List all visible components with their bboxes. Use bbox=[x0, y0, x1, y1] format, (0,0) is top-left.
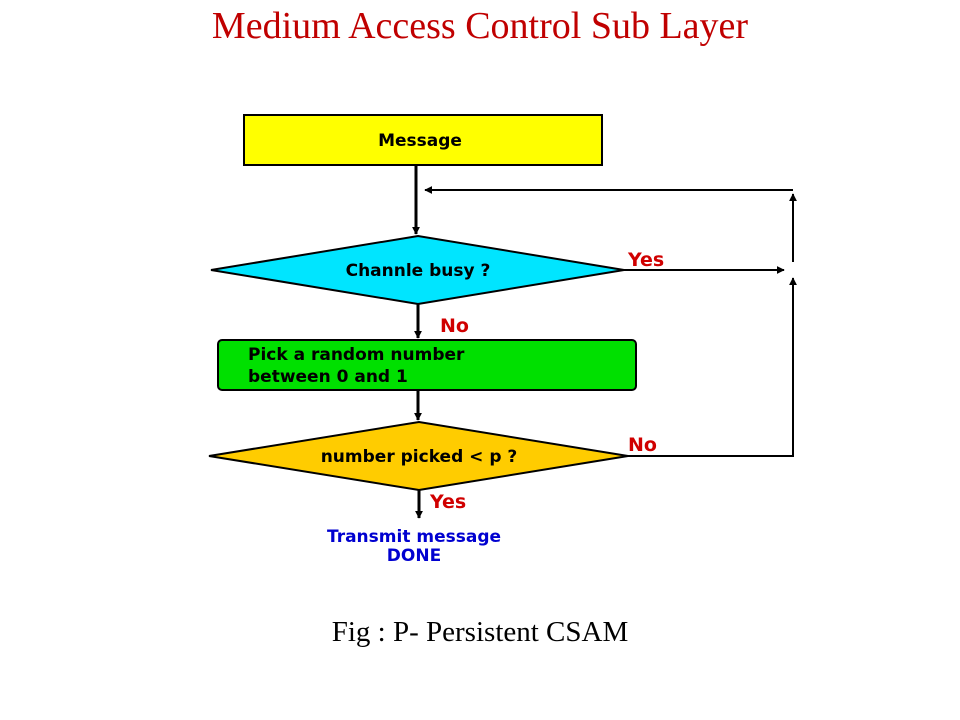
busy-no-label: No bbox=[440, 315, 469, 337]
line-picked-no bbox=[628, 278, 794, 457]
number-picked-label: number picked < p ? bbox=[321, 447, 518, 467]
figure-caption: Fig : P- Persistent CSAM bbox=[331, 616, 629, 648]
random-number-line1: Pick a random number bbox=[248, 345, 465, 365]
slide-title: Medium Access Control Sub Layer bbox=[211, 5, 749, 47]
transmit-line2: DONE bbox=[387, 546, 441, 566]
channel-busy-label: Channle busy ? bbox=[346, 261, 491, 281]
message-label: Message bbox=[378, 131, 462, 151]
busy-yes-label: Yes bbox=[627, 249, 664, 271]
random-number-line2: between 0 and 1 bbox=[248, 367, 408, 387]
random-number-box bbox=[217, 339, 637, 391]
picked-no-label: No bbox=[628, 434, 657, 456]
picked-yes-label: Yes bbox=[429, 491, 466, 513]
transmit-line1: Transmit message bbox=[327, 527, 501, 547]
message-box bbox=[243, 114, 603, 166]
